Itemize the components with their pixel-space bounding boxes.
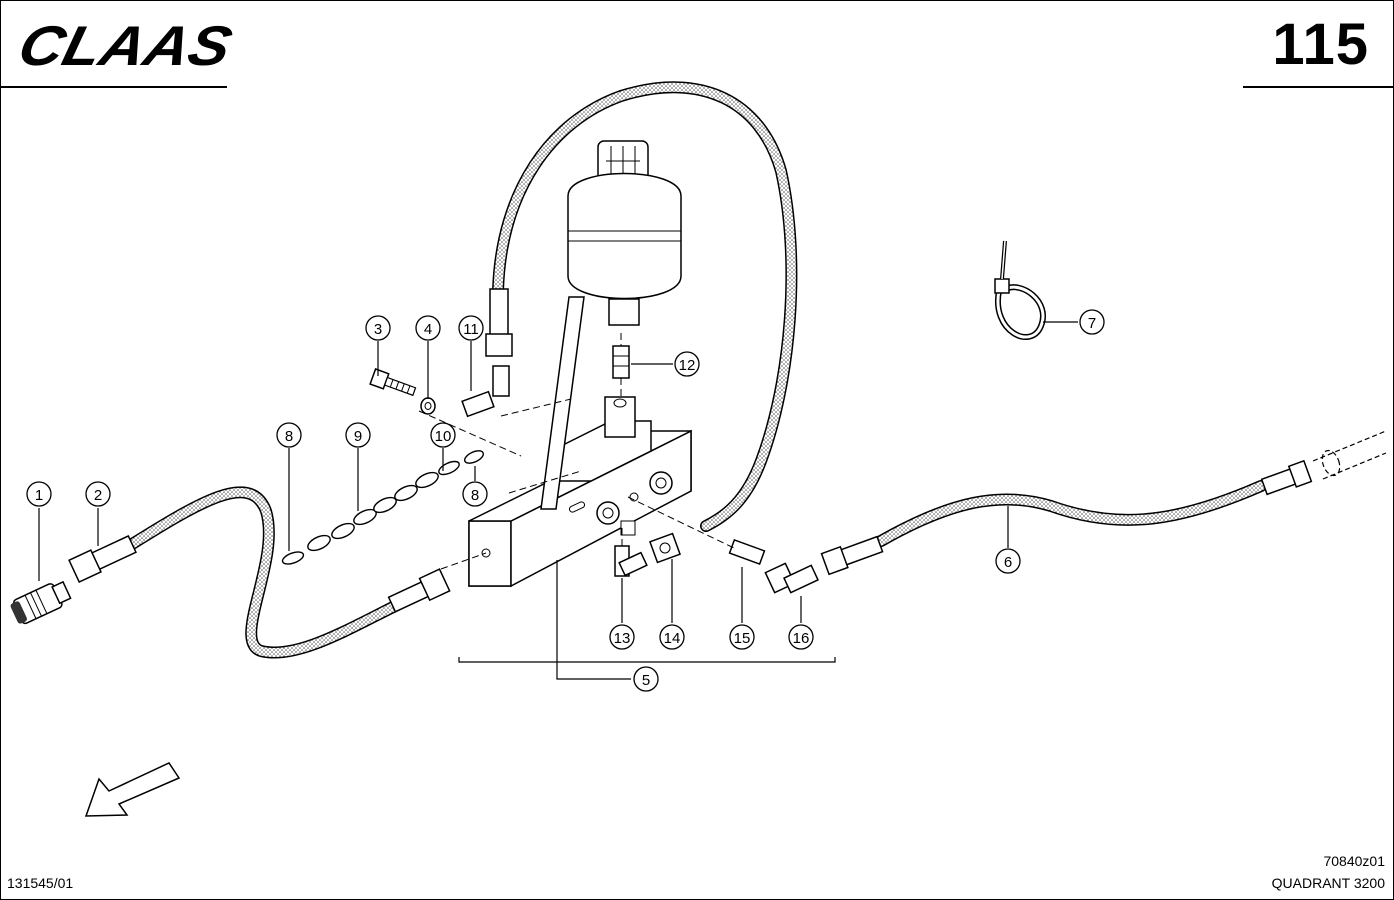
accumulator (567, 140, 682, 326)
callout-group: 1 2 3 4 5 6 7 8 8 9 10 11 12 13 14 15 16 (26, 309, 1105, 692)
bolt (369, 368, 417, 397)
svg-text:6: 6 (1004, 554, 1012, 571)
svg-text:8: 8 (471, 487, 479, 504)
svg-text:8: 8 (285, 428, 293, 445)
callout-6: 6 (995, 548, 1021, 574)
hose-right (820, 430, 1387, 576)
callout-10: 10 (430, 422, 456, 448)
callout-12: 12 (674, 351, 700, 377)
leader-lines (38, 321, 1078, 623)
svg-text:9: 9 (354, 428, 362, 445)
svg-text:1: 1 (35, 487, 43, 504)
document-number: 131545/01 (7, 875, 74, 891)
callout-2: 2 (85, 481, 111, 507)
callout-14: 14 (659, 624, 685, 650)
svg-text:11: 11 (463, 321, 479, 338)
header-rule-left (1, 86, 227, 88)
assembly-guide-lines (418, 333, 737, 570)
cable-tie (994, 240, 1046, 340)
callout-11: 11 (458, 315, 484, 341)
model-name: QUADRANT 3200 (1271, 875, 1385, 891)
claas-logo: CLAAS (12, 16, 239, 78)
svg-text:13: 13 (614, 630, 631, 647)
page-number: 115 (1272, 12, 1369, 77)
svg-text:15: 15 (734, 630, 751, 647)
quick-coupler (10, 580, 72, 625)
svg-text:2: 2 (94, 487, 102, 504)
svg-text:10: 10 (435, 428, 452, 445)
seal-rings (281, 450, 485, 565)
callout-16: 16 (788, 624, 814, 650)
callout-7: 7 (1079, 309, 1105, 335)
callout-9: 9 (345, 422, 371, 448)
svg-text:12: 12 (679, 357, 696, 374)
svg-text:14: 14 (664, 630, 681, 647)
nut-14 (649, 532, 681, 564)
svg-text:5: 5 (642, 672, 650, 689)
brand-logo-text: CLAAS (13, 19, 238, 71)
fitting-12 (612, 345, 630, 379)
valve-block (468, 296, 692, 588)
svg-text:4: 4 (424, 321, 432, 338)
hose-loop (485, 81, 798, 532)
callout-4: 4 (415, 315, 441, 341)
svg-text:16: 16 (793, 630, 810, 647)
fitting-15 (728, 538, 766, 566)
group-bracket (458, 560, 836, 680)
elbow-fitting-13 (614, 545, 648, 577)
hose-left (68, 486, 451, 659)
callout-1: 1 (26, 481, 52, 507)
callout-3: 3 (365, 315, 391, 341)
elbow-fitting-16 (764, 562, 819, 594)
elbow-fitting-11 (461, 365, 510, 418)
callout-8a: 8 (276, 422, 302, 448)
direction-arrow (84, 762, 181, 817)
callout-13: 13 (609, 624, 635, 650)
callout-5: 5 (633, 666, 659, 692)
callout-15: 15 (729, 624, 755, 650)
svg-text:7: 7 (1088, 315, 1096, 332)
svg-text:3: 3 (374, 321, 382, 338)
header-rule-right (1243, 86, 1393, 88)
callout-8b: 8 (462, 481, 488, 507)
drawing-number: 70840z01 (1323, 853, 1385, 869)
washer (420, 397, 436, 415)
